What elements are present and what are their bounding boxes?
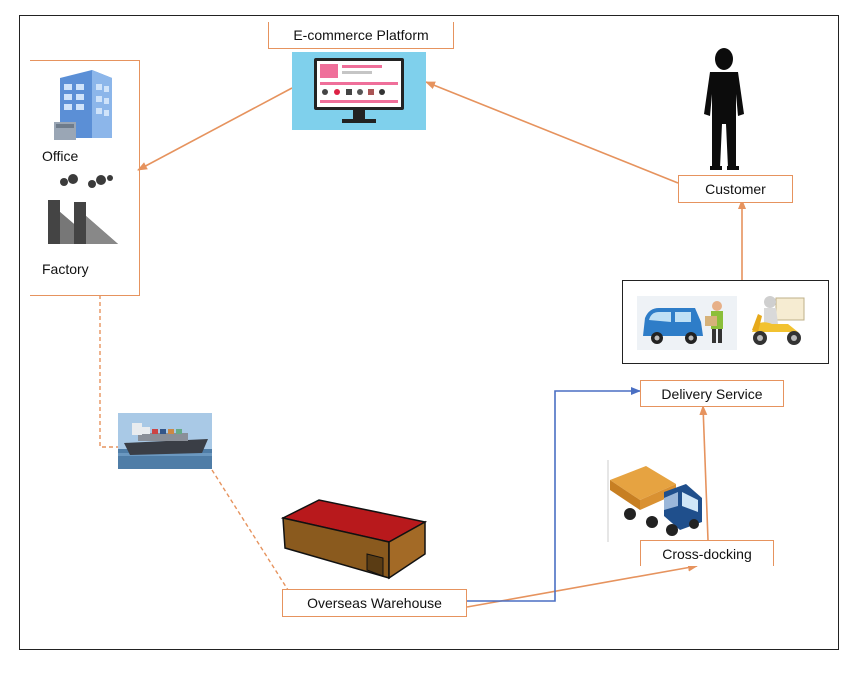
arrow-customer-to-ecommerce <box>425 81 679 184</box>
monitor-shop-icon <box>292 52 426 130</box>
ecommerce-platform-label: E-commerce Platform <box>268 22 454 49</box>
delivery-service-label: Delivery Service <box>640 380 784 407</box>
dashed-factory-to-ship <box>99 295 118 448</box>
arrow-crossdock-to-delivery <box>699 405 709 541</box>
warehouse-icon <box>279 498 428 580</box>
diagram-frame <box>19 15 839 650</box>
delivery-van-icon <box>637 296 737 350</box>
couriers-box <box>622 280 829 364</box>
scooter-courier-icon <box>748 292 812 350</box>
factory-icon <box>40 172 122 246</box>
office-building-icon <box>52 66 118 142</box>
dashed-ship-to-warehouse <box>211 469 289 591</box>
overseas-warehouse-label: Overseas Warehouse <box>282 589 467 617</box>
arrow-warehouse-to-delivery <box>467 387 641 602</box>
cross-docking-label: Cross-docking <box>640 540 774 566</box>
truck-icon <box>606 458 706 542</box>
arrow-warehouse-to-crossdock <box>466 563 698 608</box>
office-label: Office <box>42 148 79 164</box>
person-silhouette-icon <box>700 48 750 172</box>
customer-label: Customer <box>678 175 793 203</box>
cargo-ship-icon <box>118 413 212 469</box>
arrow-ecommerce-to-office <box>137 87 293 171</box>
factory-label: Factory <box>42 261 89 277</box>
office-factory-group <box>30 60 140 296</box>
